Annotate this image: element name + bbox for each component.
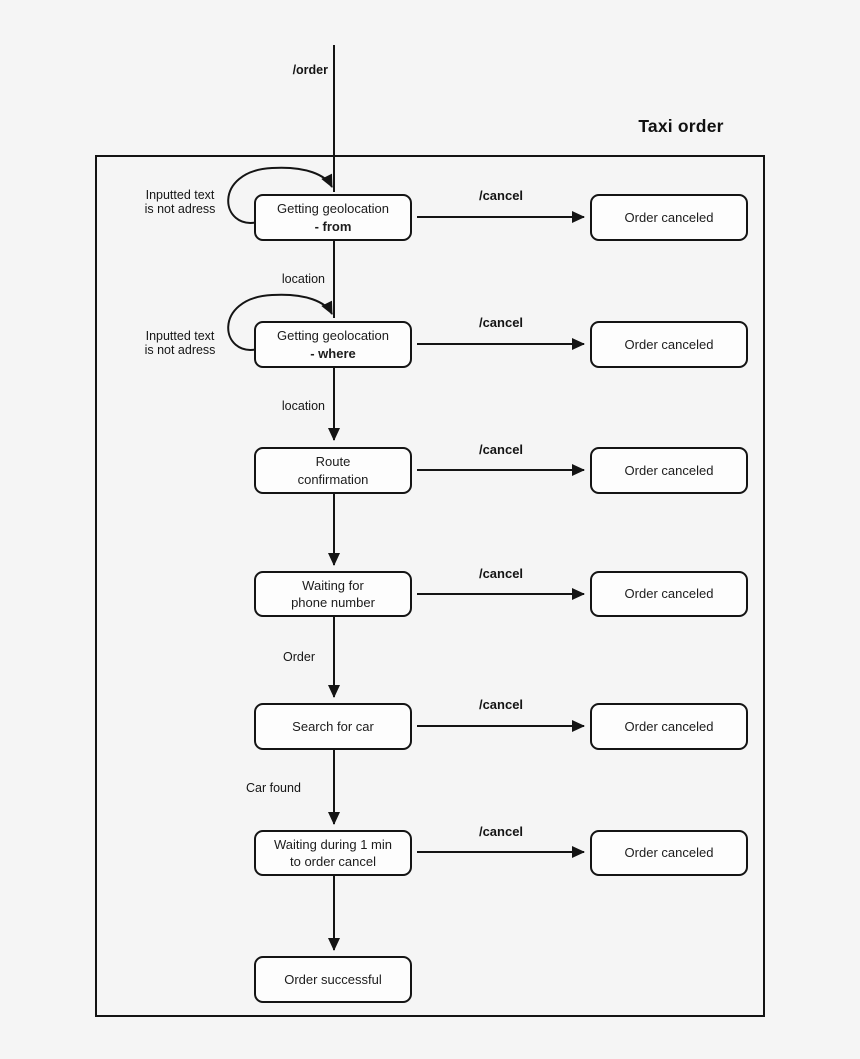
cancel-edge-label-6: /cancel bbox=[478, 824, 524, 839]
state-label-line1: Waiting for bbox=[302, 577, 364, 593]
state-waiting-for-phone-number: Waiting for phone number bbox=[254, 571, 412, 617]
state-label-line2: - from bbox=[314, 218, 352, 234]
state-search-for-car: Search for car bbox=[254, 703, 412, 750]
cancel-edge-label-4: /cancel bbox=[478, 566, 524, 581]
state-label: Order canceled bbox=[624, 718, 714, 734]
state-order-canceled-4: Order canceled bbox=[590, 571, 748, 617]
loop-note-line1: Inputted text bbox=[145, 188, 215, 202]
state-order-canceled-3: Order canceled bbox=[590, 447, 748, 494]
cancel-edge-label-1: /cancel bbox=[478, 188, 524, 203]
loop-note-line2: is not adress bbox=[144, 201, 216, 216]
state-label: Order canceled bbox=[624, 336, 714, 352]
state-order-successful: Order successful bbox=[254, 956, 412, 1003]
state-label-line2: phone number bbox=[291, 595, 375, 610]
loop-note-line1: Inputted text bbox=[145, 329, 215, 343]
state-label-line2: - where bbox=[310, 345, 356, 361]
loop-note-line2: is not adress bbox=[144, 342, 216, 357]
transition-label-location-1: location bbox=[281, 272, 325, 286]
state-label-line2: to order cancel bbox=[290, 854, 376, 869]
state-order-canceled-5: Order canceled bbox=[590, 703, 748, 750]
state-label-line1: Getting geolocation bbox=[276, 328, 390, 344]
cancel-edge-label-2: /cancel bbox=[478, 315, 524, 330]
loop-note-where: Inputted text is not adress bbox=[138, 329, 222, 357]
entry-transition-label: /order bbox=[292, 63, 328, 77]
state-label: Order canceled bbox=[624, 462, 714, 478]
state-label: Order canceled bbox=[624, 845, 714, 861]
transition-label-order: Order bbox=[283, 650, 315, 664]
state-waiting-1-min-cancel: Waiting during 1 min to order cancel bbox=[254, 830, 412, 876]
state-route-confirmation: Route confirmation bbox=[254, 447, 412, 494]
self-loop-from bbox=[227, 166, 333, 224]
state-label-line2: confirmation bbox=[297, 471, 369, 487]
state-label: Order canceled bbox=[624, 586, 714, 602]
state-getting-geolocation-from: Getting geolocation - from bbox=[254, 194, 412, 241]
state-order-canceled-6: Order canceled bbox=[590, 830, 748, 876]
transition-label-car-found: Car found bbox=[246, 781, 301, 795]
cancel-edge-label-5: /cancel bbox=[478, 697, 524, 712]
state-label-line1: Waiting during 1 min bbox=[273, 836, 392, 852]
self-loop-where bbox=[227, 293, 333, 351]
diagram-title: Taxi order bbox=[638, 116, 724, 136]
state-order-canceled-2: Order canceled bbox=[590, 321, 748, 368]
state-label-line1: Search for car bbox=[292, 718, 374, 734]
state-label-line1: Order successful bbox=[284, 971, 382, 987]
state-label-line1: Route bbox=[315, 454, 351, 470]
state-label: Order canceled bbox=[624, 209, 714, 225]
state-label-line1: Getting geolocation bbox=[276, 201, 390, 217]
loop-note-from: Inputted text is not adress bbox=[138, 188, 222, 216]
transition-label-location-2: location bbox=[281, 399, 325, 413]
state-order-canceled-1: Order canceled bbox=[590, 194, 748, 241]
diagram-boundary bbox=[95, 155, 765, 1017]
state-getting-geolocation-where: Getting geolocation - where bbox=[254, 321, 412, 368]
cancel-edge-label-3: /cancel bbox=[478, 442, 524, 457]
